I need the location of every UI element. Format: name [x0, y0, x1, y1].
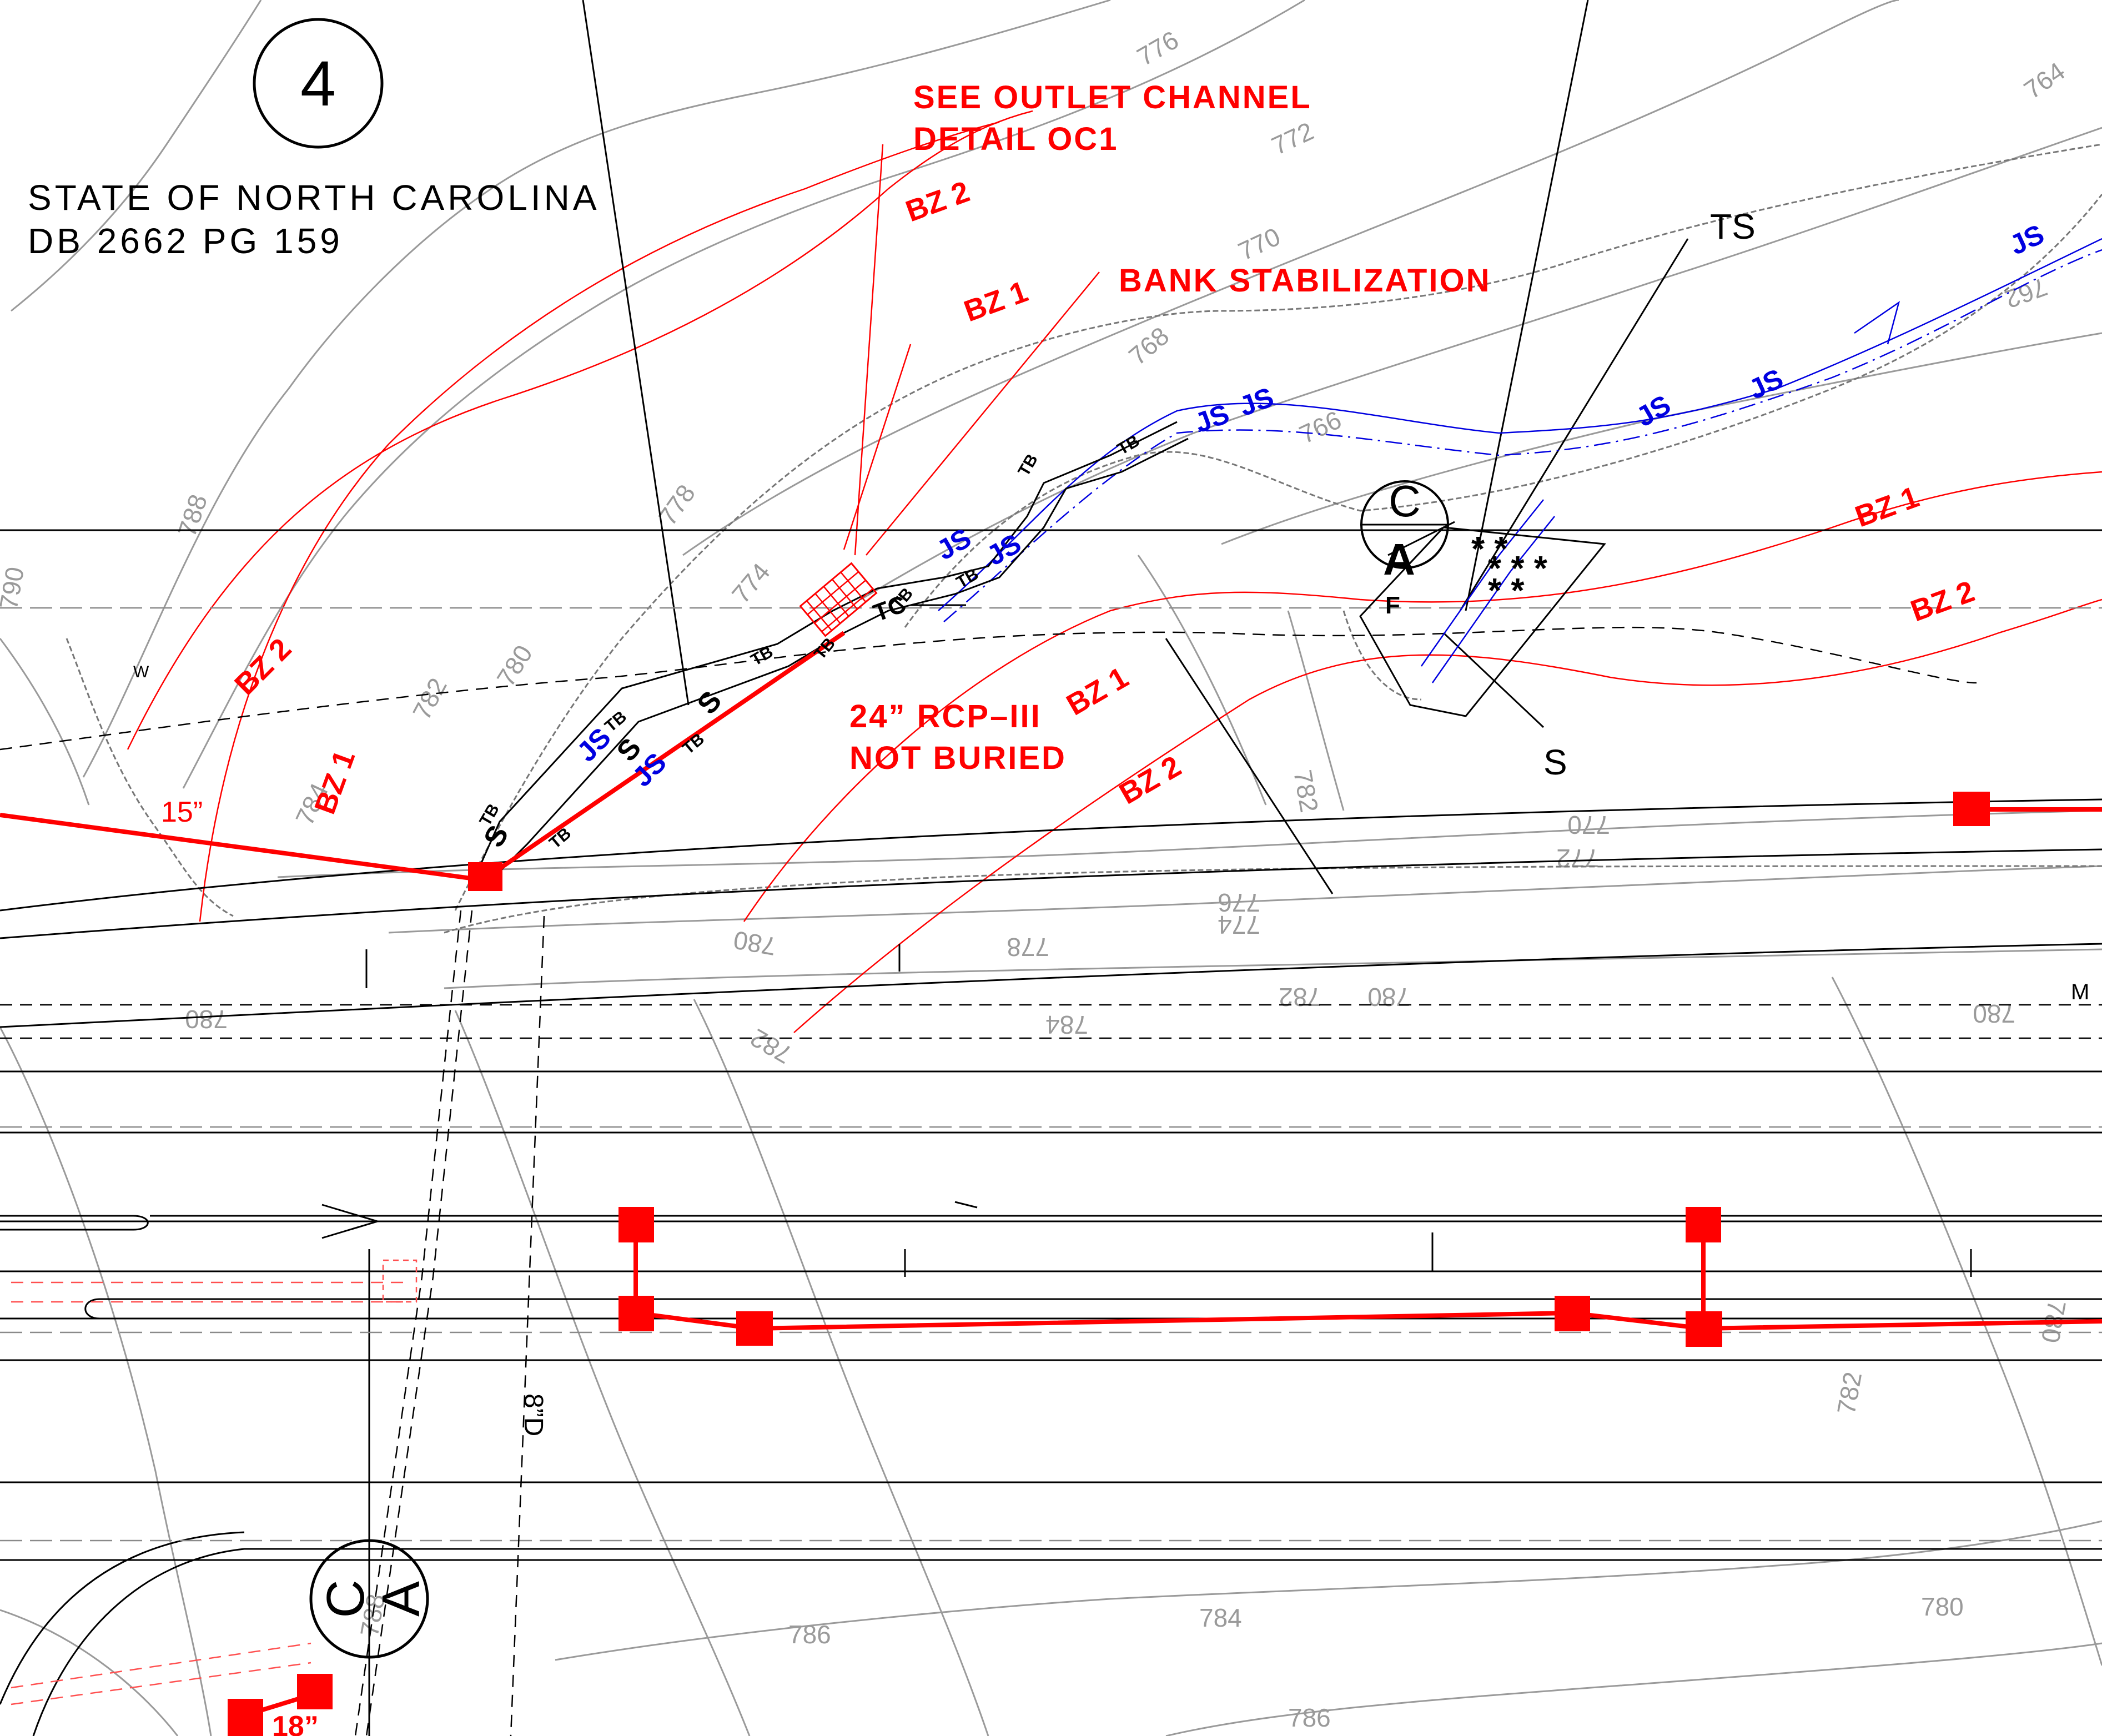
m-label: M — [2071, 980, 2089, 1004]
buffer-labels: BZ 2 BZ 1 BZ 1 BZ 2 BZ 1 BZ 2 BZ 1 BZ 2 — [228, 175, 1979, 818]
contour-label: 772 — [1267, 116, 1318, 160]
inlet-structure — [468, 862, 502, 891]
contour-label: 774 — [1218, 910, 1260, 939]
drainage-structures — [228, 792, 1990, 1736]
tree-symbols: * * * * * * * — [1471, 530, 1548, 610]
contour-label: 788 — [172, 491, 213, 540]
js-label: JS — [932, 522, 977, 566]
inlet-structure — [1953, 792, 1990, 826]
contour-label: 776 — [1132, 25, 1183, 71]
inlet-structure — [228, 1699, 263, 1736]
tb-label: TB — [1014, 451, 1042, 479]
tb-label: TB — [546, 824, 575, 852]
section-letter-top: C — [1389, 476, 1421, 526]
sheet-marker: 4 — [253, 18, 384, 149]
misc-labels: W 8”D M F — [133, 592, 2089, 1436]
js-label: JS — [1631, 389, 1676, 432]
pipe-note-line1: 24” RCP–III — [849, 698, 1042, 734]
f-label: F — [1385, 592, 1400, 619]
contour-label: 764 — [2019, 57, 2070, 105]
outlet-riprap — [799, 562, 878, 637]
inlet-structure — [1686, 1207, 1721, 1242]
channel — [476, 421, 1189, 889]
tb-label: TB — [601, 707, 630, 736]
inlet-structure — [297, 1674, 333, 1709]
contour-label: 786 — [788, 1620, 831, 1649]
contour-label: 790 — [0, 565, 29, 612]
svg-text:* *: * * — [1471, 530, 1508, 568]
contour-label: 774 — [726, 557, 776, 608]
svg-text:* *: * * — [1488, 572, 1525, 610]
outlet-note-line2: DETAIL OC1 — [913, 121, 1118, 157]
buffer-label: BZ 1 — [1061, 661, 1134, 722]
contour-label: 780 — [185, 1005, 228, 1034]
contour-label: 768 — [1123, 321, 1174, 370]
contour-label: 780 — [491, 640, 538, 692]
section-letter-bottom: A — [1383, 535, 1415, 584]
contour-label: 778 — [653, 479, 701, 531]
pipe-note-line2: NOT BURIED — [849, 740, 1067, 776]
contour-label: 782 — [1279, 983, 1321, 1012]
contour-label: 784 — [1199, 1603, 1242, 1632]
contour-label: 782 — [746, 1023, 797, 1069]
stream-labels: JS JS JS JS JS JS JS JS JS — [571, 218, 2049, 792]
js-label: JS — [2005, 218, 2049, 261]
section-marker-upper: C A — [1360, 476, 1449, 584]
contour-label: 772 — [1556, 844, 1599, 873]
owner-deed: DB 2662 PG 159 — [28, 221, 343, 261]
bank-stabilization-area — [1359, 521, 1606, 717]
inlet-structure — [736, 1311, 773, 1346]
section-marker-lower: C A — [309, 1539, 431, 1659]
buffer-label: BZ 2 — [228, 632, 298, 701]
sewer-label: 8”D — [519, 1393, 548, 1436]
section-letter-bottom: A — [371, 1581, 431, 1617]
contour-label: 780 — [1973, 999, 2015, 1028]
inlet-structure — [1555, 1296, 1590, 1331]
contour-label: 782 — [1832, 1370, 1868, 1417]
contour-label: 780 — [1921, 1592, 1964, 1621]
buffer-label: BZ 2 — [1907, 575, 1979, 628]
buffer-label: BZ 2 — [1114, 749, 1186, 811]
tb-label: TB — [679, 729, 708, 758]
contour-label: 782 — [1288, 768, 1324, 815]
buffer-label: BZ 1 — [1851, 480, 1923, 534]
contour-label: 766 — [1295, 405, 1346, 449]
buffer-zone-lines — [127, 110, 2102, 1033]
s-label: S — [477, 820, 515, 853]
contour-label: 770 — [1567, 811, 1610, 839]
buffer-label: BZ 2 — [902, 175, 974, 228]
s-callout: S — [1543, 742, 1567, 782]
contour-label: 786 — [1288, 1703, 1331, 1732]
buffer-label: BZ 1 — [960, 275, 1032, 328]
section-letter-top: C — [316, 1579, 375, 1618]
outlet-note-line1: SEE OUTLET CHANNEL — [913, 79, 1312, 115]
notes: SEE OUTLET CHANNEL DETAIL OC1 BANK STABI… — [161, 79, 1491, 1736]
pipe-size-18: 18” — [272, 1710, 319, 1736]
pipe-size-15: 15” — [161, 796, 203, 828]
bank-stabilization-note: BANK STABILIZATION — [1119, 263, 1491, 299]
water-line-label: W — [133, 663, 149, 681]
buffer-label: BZ 1 — [308, 746, 361, 818]
owner-name: STATE OF NORTH CAROLINA — [28, 178, 600, 218]
contour-label: 778 — [1007, 933, 1049, 962]
contour-label: 780 — [1367, 983, 1410, 1012]
inlet-structure — [1686, 1311, 1722, 1347]
inlet-structure — [618, 1207, 654, 1242]
ts-callout: TS — [1710, 207, 1756, 246]
inlet-structure — [618, 1296, 654, 1331]
contour-label: 770 — [1234, 222, 1285, 266]
contour-label: 784 — [1045, 1010, 1088, 1039]
sheet-number: 4 — [300, 48, 336, 119]
tb-label: TB — [748, 642, 776, 670]
contour-label: 780 — [731, 925, 778, 962]
tree-lines — [66, 143, 2102, 934]
contour-label: 776 — [1218, 888, 1260, 917]
svg-text:* * *: * * * — [1488, 550, 1548, 588]
dashed-lines — [0, 607, 2102, 1736]
contour-label: 782 — [407, 673, 452, 724]
